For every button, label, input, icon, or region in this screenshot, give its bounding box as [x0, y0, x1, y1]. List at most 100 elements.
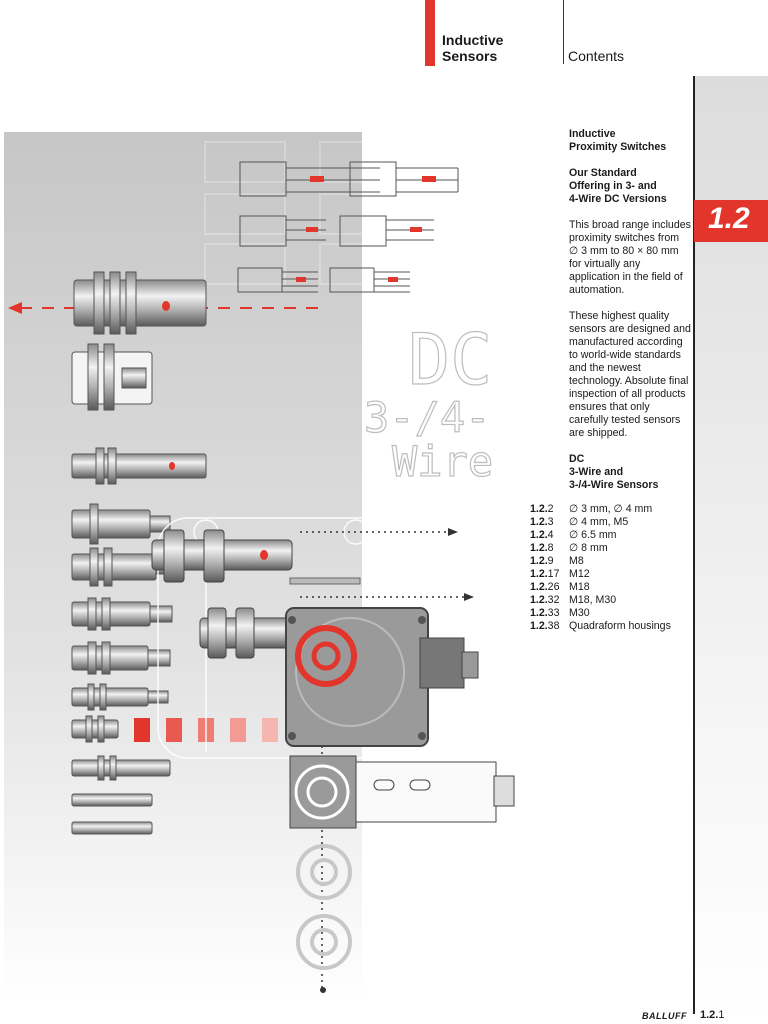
- sensor-illustration: DC 3-/4- Wire: [4, 132, 515, 1002]
- section-title-line2: Sensors: [442, 48, 498, 64]
- page-number: 1.2.1: [700, 1009, 724, 1021]
- contents-item-page: 1.2.3: [530, 516, 569, 529]
- contents-item[interactable]: 1.2.4∅ 6.5 mm: [530, 529, 671, 542]
- contents-item-prefix: 1.2.: [530, 607, 548, 619]
- overlay-line1: DC: [408, 319, 492, 401]
- intro-subheading-line1: Our Standard: [569, 167, 637, 179]
- overlay-lettering: DC 3-/4- Wire: [363, 318, 493, 486]
- sensor-row-2: [71, 503, 171, 545]
- section-title: Inductive Sensors: [442, 32, 503, 64]
- contents-item-label: ∅ 8 mm: [569, 542, 608, 554]
- contents-item-prefix: 1.2.: [530, 516, 548, 528]
- contents-item-page-number: 32: [547, 594, 560, 606]
- contents-item-page: 1.2.9: [530, 555, 569, 568]
- sensor-row-1: [71, 447, 207, 485]
- intro-subheading-line2: Offering in 3- and: [569, 180, 657, 192]
- contents-item-page: 1.2.8: [530, 542, 569, 555]
- intro-heading: Inductive Proximity Switches: [569, 128, 691, 154]
- page-number-value: 1: [718, 1009, 725, 1021]
- contents-item[interactable]: 1.2.3∅ 4 mm, M5: [530, 516, 671, 529]
- sensor-row-4: [71, 597, 173, 631]
- contents-heading-line1: DC: [569, 453, 585, 465]
- ghost-discs: [296, 844, 352, 970]
- contents-item-page-number: 2: [547, 503, 554, 515]
- contents-item-prefix: 1.2.: [530, 568, 548, 580]
- overlay-line3: Wire: [392, 437, 493, 486]
- contents-item-page-number: 26: [547, 581, 560, 593]
- contents-item-label: ∅ 3 mm, ∅ 4 mm: [569, 503, 653, 515]
- intro-paragraph-2: These highest quality sensors are design…: [569, 310, 691, 439]
- sensor-row-10: [71, 821, 153, 835]
- wiring-diagrams: [237, 161, 459, 293]
- contents-item-label: Quadraform housings: [569, 620, 671, 632]
- contents-item-page: 1.2.17: [530, 568, 569, 581]
- contents-item-page-number: 4: [547, 529, 554, 541]
- contents-item-label: M30: [569, 607, 590, 619]
- contents-heading: DC 3-Wire and 3-/4-Wire Sensors: [569, 453, 691, 492]
- contents-item-prefix: 1.2.: [530, 529, 548, 541]
- threaded-sensor-1: [151, 529, 361, 585]
- contents-item[interactable]: 1.2.8∅ 8 mm: [530, 542, 671, 555]
- sidebar-divider: [693, 76, 695, 1014]
- chapter-badge: 1.2: [694, 200, 768, 242]
- sensor-row-7: [71, 715, 119, 743]
- intro-paragraph-1: This broad range includes proximity swit…: [569, 219, 691, 296]
- contents-item[interactable]: 1.2.2∅ 3 mm, ∅ 4 mm: [530, 503, 671, 516]
- arrow-head-2: [464, 593, 474, 601]
- contents-item-label: ∅ 4 mm, M5: [569, 516, 629, 528]
- contents-item-page: 1.2.26: [530, 581, 569, 594]
- chapter-number: 1.2: [708, 202, 750, 235]
- contents-item-prefix: 1.2.: [530, 620, 548, 632]
- sensing-arrow: [8, 302, 320, 314]
- intro-subheading: Our Standard Offering in 3- and 4-Wire D…: [569, 167, 691, 206]
- contents-label: Contents: [568, 48, 625, 64]
- contents-heading-line2: 3-Wire and: [569, 466, 624, 478]
- contents-item[interactable]: 1.2.32 M18, M30: [530, 594, 671, 607]
- contents-item-page-number: 8: [547, 542, 554, 554]
- contents-item-prefix: 1.2.: [530, 555, 548, 567]
- quadraform-housing: [285, 607, 479, 747]
- contents-item-page: 1.2.38: [530, 620, 569, 633]
- end-dot: [320, 987, 326, 993]
- header-red-tab: [425, 0, 435, 66]
- contents-item-label: ∅ 6.5 mm: [569, 529, 617, 541]
- sensor-row-5: [71, 641, 171, 675]
- sensor-large-1: [73, 271, 207, 335]
- header-divider: [563, 0, 564, 64]
- contents-item-prefix: 1.2.: [530, 581, 548, 593]
- contents-item-page-number: 33: [547, 607, 560, 619]
- contents-item-prefix: 1.2.: [530, 594, 548, 606]
- contents-item-page-number: 38: [547, 620, 560, 632]
- contents-item-prefix: 1.2.: [530, 503, 548, 515]
- contents-item-page: 1.2.33: [530, 607, 569, 620]
- sensor-row-3: [71, 547, 177, 587]
- contents-item-label: M18, M30: [569, 594, 617, 606]
- contents-item-label: M12: [569, 568, 590, 580]
- contents-item-page-number: 9: [547, 555, 554, 567]
- intro-heading-line1: Inductive: [569, 128, 616, 140]
- contents-item-label: M8: [569, 555, 584, 567]
- contents-item-page-number: 17: [547, 568, 560, 580]
- overlay-line2: 3-/4-: [364, 393, 490, 442]
- contents-item-label: M18: [569, 581, 590, 593]
- sensor-row-8: [71, 755, 171, 781]
- intro-subheading-line3: 4-Wire DC Versions: [569, 193, 667, 205]
- contents-item-page: 1.2.2: [530, 503, 569, 516]
- contents-item-prefix: 1.2.: [530, 542, 548, 554]
- contents-item-page: 1.2.4: [530, 529, 569, 542]
- sensor-row-9: [71, 793, 153, 807]
- flat-sensor: [289, 755, 515, 829]
- section-title-line1: Inductive: [442, 32, 504, 48]
- contents-heading-line3: 3-/4-Wire Sensors: [569, 479, 659, 491]
- page-number-prefix: 1.2.: [700, 1009, 719, 1021]
- sensor-large-2: [71, 343, 153, 411]
- intro-heading-line2: Proximity Switches: [569, 141, 667, 153]
- arrow-head-1: [448, 528, 458, 536]
- brand-logo: BALLUFF: [642, 1011, 687, 1021]
